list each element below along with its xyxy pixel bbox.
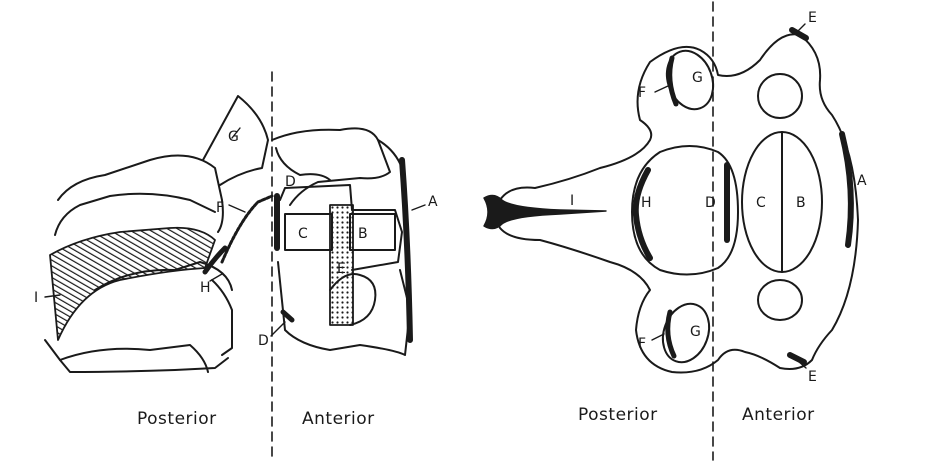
label-h-axial: H [641,195,652,211]
anterior-longitudinal-ligament [402,160,410,340]
label-g: G [228,129,239,145]
label-g-top: G [692,70,703,86]
label-f-bottom: F [638,336,646,352]
label-i-axial: I [570,193,574,209]
label-d-lower: D [258,333,269,349]
caption-anterior-left: Anterior [302,409,375,429]
label-i: I [34,290,38,306]
ligament-f-top [670,58,676,104]
label-c: C [298,226,308,242]
label-e: E [337,261,346,277]
axial-labels: G F E I H D C B A G F E Posterior Anteri… [570,10,867,425]
label-c-axial: C [756,195,766,211]
label-e-bottom: E [808,369,817,385]
leader-e-top [798,24,805,31]
leader-a [412,205,425,210]
leader-f-top [655,86,668,92]
ligament-i-hatched [50,228,215,340]
label-d-upper: D [285,174,296,190]
ligament-e-bottom [790,355,804,362]
label-b-axial: B [796,195,806,211]
disc-c-region [285,214,332,250]
label-f: F [216,200,224,216]
ligament-f-bottom [668,312,674,356]
label-f-top: F [638,85,646,101]
facet-g-bottom [655,297,717,368]
lower-pedicle-outline [212,280,232,355]
leader-f [229,205,245,212]
spinous-process-i [484,195,606,228]
label-g-bottom: G [690,324,701,340]
axial-view [484,2,858,460]
label-d-axial: D [705,195,716,211]
leader-h [210,274,222,281]
caption-anterior-right: Anterior [742,405,815,425]
label-b: B [358,226,368,242]
ligament-a-axial [842,134,851,245]
foramen-lower [758,280,802,320]
ligament-e-top [792,30,806,38]
label-a-axial: A [857,173,867,189]
label-e-top: E [808,10,817,26]
disc-b-region [350,214,395,250]
caption-posterior-right: Posterior [578,405,658,425]
upper-vertebral-body [272,128,390,205]
label-h: H [200,280,211,296]
label-a: A [428,194,438,210]
caption-posterior-left: Posterior [137,409,217,429]
lower-lamina-outline [60,345,208,372]
foramen-upper [758,74,802,118]
leader-d-lower [271,322,285,336]
